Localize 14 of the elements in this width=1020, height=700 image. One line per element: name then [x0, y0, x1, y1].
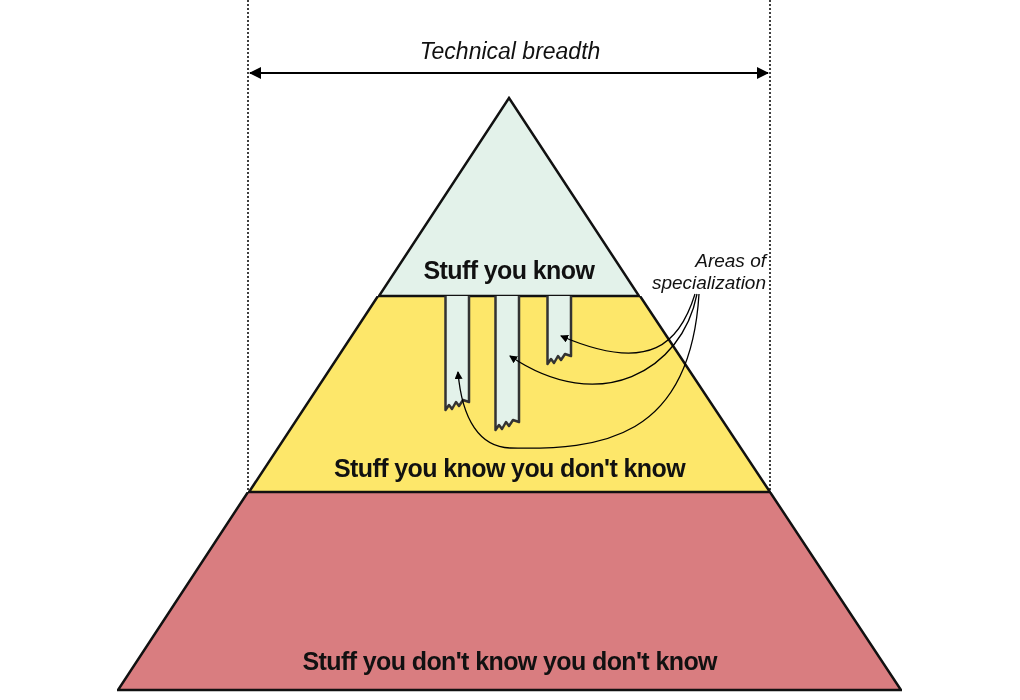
pyramid-tier	[378, 96, 640, 296]
tier-label: Stuff you know	[423, 256, 595, 285]
arrow	[454, 293, 700, 449]
specialization-spike	[546, 296, 574, 368]
callout-label: Areas of specialization	[626, 250, 766, 294]
pyramid-tier	[248, 296, 771, 493]
pyramid-tier	[117, 492, 902, 692]
dimension-label: Technical breadth	[419, 38, 601, 64]
tier-label: Stuff you don't know you don't know	[302, 647, 717, 676]
arrow	[509, 293, 698, 385]
specialization-spike	[444, 296, 472, 414]
specialization-spike	[494, 296, 522, 434]
arrow	[560, 293, 696, 354]
tier-label: Stuff you know you don't know	[334, 454, 685, 483]
